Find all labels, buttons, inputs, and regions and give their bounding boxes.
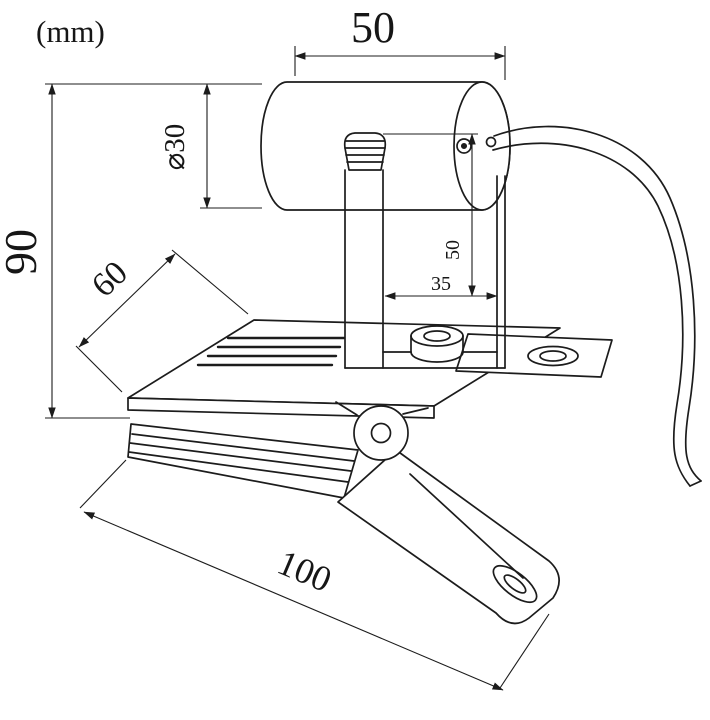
label-head-diameter: ⌀30 — [159, 124, 191, 170]
dimension-bracket-height — [383, 133, 478, 297]
cord-end — [689, 480, 702, 487]
label-bracket-width: 35 — [431, 273, 451, 295]
dimension-line — [83, 511, 504, 691]
dimension-overall-height — [45, 83, 262, 419]
mounting-boss — [410, 325, 464, 347]
boss-hole — [423, 330, 451, 342]
label-overall-height: 90 — [0, 229, 46, 275]
dimension-clamp-length — [79, 459, 550, 691]
wing-hole — [527, 345, 579, 367]
jaw-tooth — [131, 433, 355, 462]
knob-knurl-lines — [344, 140, 386, 163]
dimension-plate-width — [75, 249, 249, 393]
plate-grip-slots — [196, 336, 346, 367]
spring-coil-center — [370, 422, 392, 444]
label-head-length: 50 — [351, 3, 395, 52]
label-plate-width: 60 — [85, 254, 135, 304]
cord-wire — [492, 142, 691, 487]
extension-line — [75, 345, 123, 393]
jaw-tooth — [128, 451, 349, 483]
unit-label: (mm) — [36, 14, 105, 49]
mounting-bracket — [343, 132, 506, 369]
handle-hole-inner — [503, 574, 527, 594]
thumbscrew-knob — [343, 132, 387, 171]
dimension-line — [78, 253, 176, 348]
spring-arm-line — [402, 407, 429, 415]
clamp-top-plate-edge — [127, 397, 435, 419]
dimension-lines — [45, 46, 550, 691]
extension-line — [79, 459, 127, 509]
clamp-assembly — [127, 319, 613, 625]
cord-wire — [493, 125, 702, 482]
clamp-right-wing — [455, 333, 613, 378]
extension-line — [171, 249, 249, 315]
end-cap-screw-center — [460, 142, 468, 150]
label-bracket-height: 50 — [442, 240, 464, 260]
dimension-head-length — [294, 46, 506, 80]
clamp-handle — [337, 449, 560, 625]
cord-grommet — [485, 136, 497, 148]
boss-bottom — [410, 351, 464, 363]
jaw-teeth-lines — [128, 433, 355, 483]
jaw-tooth — [129, 442, 352, 472]
label-clamp-length: 100 — [272, 542, 337, 600]
dimension-head-diameter — [200, 83, 262, 209]
power-cord — [492, 125, 702, 487]
lower-jaw — [127, 423, 359, 499]
wing-hole-inner — [539, 350, 567, 362]
spring-arm-line — [335, 401, 358, 416]
extension-line — [499, 613, 550, 689]
